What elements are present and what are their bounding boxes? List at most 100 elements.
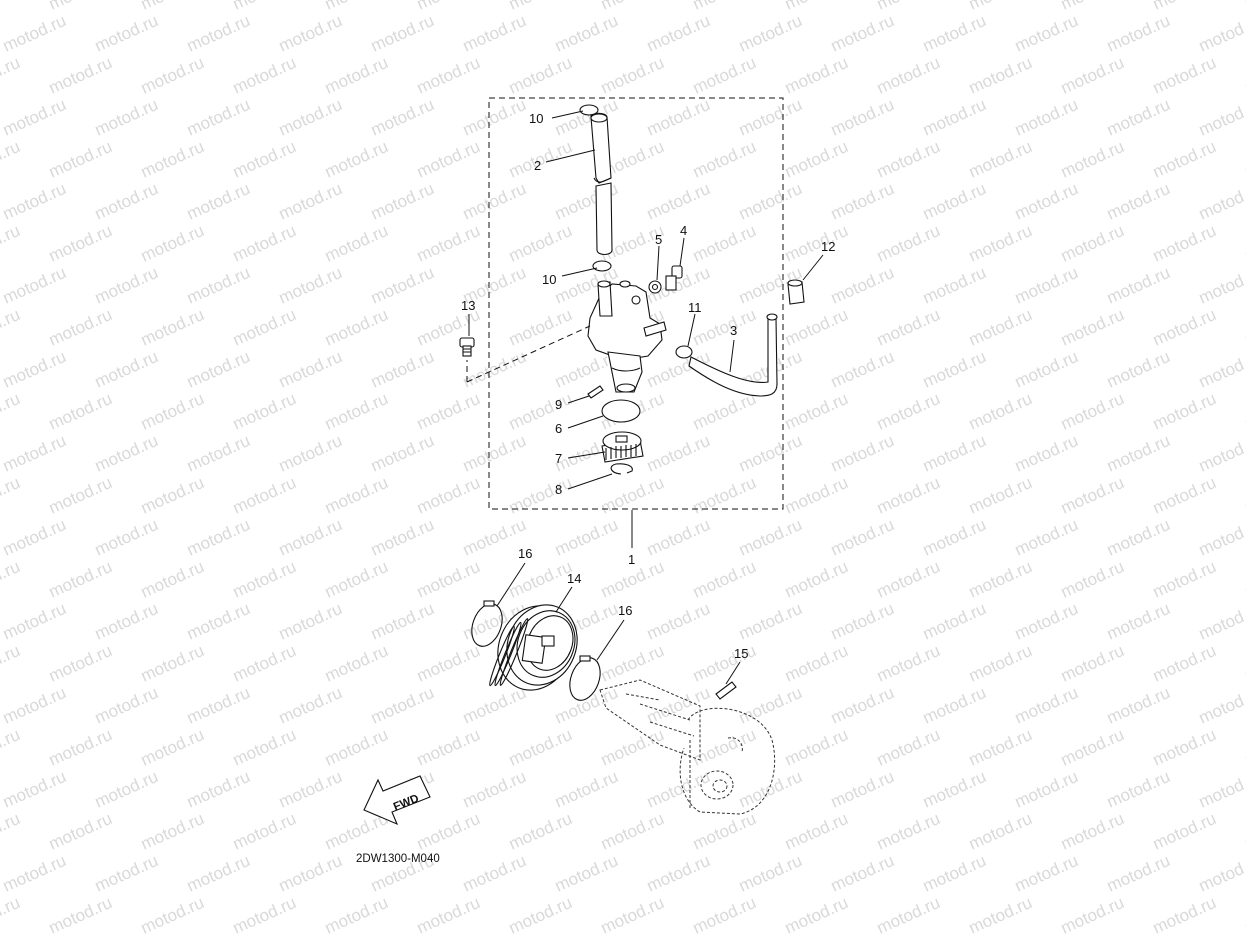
watermark-text: motod.ru xyxy=(414,809,483,854)
watermark-text: motod.ru xyxy=(276,599,345,644)
watermark-text: motod.ru xyxy=(230,809,299,854)
watermark-text: motod.ru xyxy=(460,95,529,140)
watermark-text: motod.ru xyxy=(736,515,805,560)
watermark-text: motod.ru xyxy=(874,725,943,770)
callout-6: 6 xyxy=(555,421,562,436)
watermark-text: motod.ru xyxy=(782,641,851,686)
watermark-text: motod.ru xyxy=(874,389,943,434)
watermark-text: motod.ru xyxy=(230,641,299,686)
watermark-text: motod.ru xyxy=(92,431,161,476)
watermark-text: motod.ru xyxy=(46,0,115,14)
watermark-text: motod.ru xyxy=(1196,599,1246,644)
watermark-text: motod.ru xyxy=(874,641,943,686)
watermark-text: motod.ru xyxy=(506,557,575,602)
watermark-text: motod.ru xyxy=(1242,809,1246,854)
watermark-text: motod.ru xyxy=(920,851,989,896)
callout-10-lower: 10 xyxy=(542,272,556,287)
watermark-text: motod.ru xyxy=(1242,473,1246,518)
watermark-text: motod.ru xyxy=(368,431,437,476)
watermark-text: motod.ru xyxy=(322,641,391,686)
watermark-text: motod.ru xyxy=(322,893,391,935)
callout-9: 9 xyxy=(555,397,562,412)
watermark-text: motod.ru xyxy=(966,305,1035,350)
watermark-text: motod.ru xyxy=(736,95,805,140)
watermark-text: motod.ru xyxy=(414,221,483,266)
watermark-text: motod.ru xyxy=(0,221,23,266)
watermark-text: motod.ru xyxy=(138,893,207,935)
watermark-text: motod.ru xyxy=(230,473,299,518)
watermark-text: motod.ru xyxy=(920,347,989,392)
callout-4: 4 xyxy=(680,223,687,238)
watermark-text: motod.ru xyxy=(184,95,253,140)
watermark-text: motod.ru xyxy=(828,347,897,392)
part-5-washer xyxy=(648,280,662,294)
watermark-text: motod.ru xyxy=(966,725,1035,770)
watermark-text: motod.ru xyxy=(138,473,207,518)
watermark-text: motod.ru xyxy=(966,893,1035,935)
watermark-text: motod.ru xyxy=(0,473,23,518)
watermark-text: motod.ru xyxy=(552,11,621,56)
watermark-text: motod.ru xyxy=(920,179,989,224)
watermark-text: motod.ru xyxy=(828,431,897,476)
watermark-text: motod.ru xyxy=(690,893,759,935)
watermark-text: motod.ru xyxy=(690,0,759,14)
watermark-text: motod.ru xyxy=(644,767,713,812)
watermark-text: motod.ru xyxy=(0,389,23,434)
watermark-text: motod.ru xyxy=(1104,851,1173,896)
callout-5: 5 xyxy=(655,232,662,247)
watermark-text: motod.ru xyxy=(0,95,69,140)
watermark-text: motod.ru xyxy=(1104,767,1173,812)
watermark-text: motod.ru xyxy=(322,0,391,14)
watermark-text: motod.ru xyxy=(184,11,253,56)
watermark-text: motod.ru xyxy=(1012,179,1081,224)
watermark-text: motod.ru xyxy=(0,599,69,644)
part-11-clip xyxy=(675,345,693,359)
watermark-text: motod.ru xyxy=(552,683,621,728)
watermark-text: motod.ru xyxy=(874,305,943,350)
callout-labels: 10 2 10 5 4 11 3 12 13 9 6 7 8 1 16 14 1… xyxy=(461,111,835,661)
watermark-text: motod.ru xyxy=(276,95,345,140)
watermark-text: motod.ru xyxy=(1104,515,1173,560)
watermark-text: motod.ru xyxy=(1058,0,1127,14)
watermark-text: motod.ru xyxy=(322,305,391,350)
watermark-text: motod.ru xyxy=(920,95,989,140)
watermark-text: motod.ru xyxy=(0,137,23,182)
watermark-text: motod.ru xyxy=(966,809,1035,854)
watermark-text: motod.ru xyxy=(184,599,253,644)
watermark-text: motod.ru xyxy=(92,683,161,728)
watermark-text: motod.ru xyxy=(1104,179,1173,224)
watermark-text: motod.ru xyxy=(1058,473,1127,518)
watermark-text: motod.ru xyxy=(368,683,437,728)
watermark-text: motod.ru xyxy=(184,263,253,308)
watermark-text: motod.ru xyxy=(0,725,23,770)
watermark-text: motod.ru xyxy=(276,347,345,392)
mounting-leader-dash xyxy=(466,325,591,383)
watermark-text: motod.ru xyxy=(736,599,805,644)
watermark-text: motod.ru xyxy=(460,179,529,224)
watermark-text: motod.ru xyxy=(0,893,23,935)
watermark-text: motod.ru xyxy=(1242,641,1246,686)
watermark-text: motod.ru xyxy=(368,515,437,560)
watermark-text: motod.ru xyxy=(644,683,713,728)
watermark-text: motod.ru xyxy=(598,893,667,935)
watermark-text: motod.ru xyxy=(506,53,575,98)
watermark-text: motod.ru xyxy=(644,431,713,476)
watermark-text: motod.ru xyxy=(1150,893,1219,935)
watermark-text: motod.ru xyxy=(0,767,69,812)
watermark-text: motod.ru xyxy=(92,11,161,56)
watermark-text: motod.ru xyxy=(276,851,345,896)
watermark-text: motod.ru xyxy=(506,473,575,518)
watermark-text: motod.ru xyxy=(966,221,1035,266)
watermark-text: motod.ru xyxy=(1196,179,1246,224)
watermark-text: motod.ru xyxy=(460,431,529,476)
watermark-text: motod.ru xyxy=(276,11,345,56)
watermark-text: motod.ru xyxy=(736,767,805,812)
callout-16-right: 16 xyxy=(618,603,632,618)
watermark-text: motod.ru xyxy=(138,137,207,182)
watermark-text: motod.ru xyxy=(782,221,851,266)
part-6-gasket xyxy=(601,399,641,423)
watermark-text: motod.ru xyxy=(46,473,115,518)
watermark-text: motod.ru xyxy=(1196,431,1246,476)
